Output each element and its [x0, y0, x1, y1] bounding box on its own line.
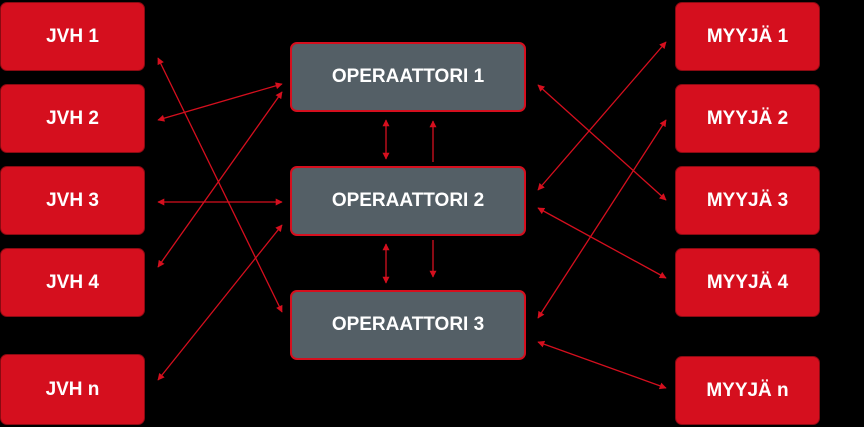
node-jvh-1: JVH 1 — [0, 2, 145, 71]
arrow-jvh4-op1 — [157, 91, 283, 268]
node-myyja-3: MYYJÄ 3 — [675, 166, 820, 235]
node-jvh-n: JVH n — [0, 354, 145, 425]
node-label: MYYJÄ 3 — [706, 189, 789, 211]
arrow-op2-myy1 — [537, 41, 667, 191]
node-jvh-4: JVH 4 — [0, 248, 145, 317]
node-myyja-2: MYYJÄ 2 — [675, 84, 820, 153]
node-myyja-1: MYYJÄ 1 — [675, 2, 820, 71]
node-label: MYYJÄ 1 — [706, 25, 789, 47]
arrow-op1-myy3 — [537, 84, 667, 201]
node-label: JVH 2 — [46, 107, 99, 129]
node-label: OPERAATTORI 3 — [331, 314, 485, 335]
node-label: MYYJÄ 2 — [706, 107, 789, 129]
arrow-op3-myyn — [537, 340, 667, 390]
node-label: JVH 4 — [46, 271, 99, 293]
node-myyja-4: MYYJÄ 4 — [675, 248, 820, 317]
node-myyja-n: MYYJÄ n — [675, 356, 820, 425]
node-label: JVH 1 — [46, 25, 99, 47]
node-operaattori-1: OPERAATTORI 1 — [290, 42, 526, 112]
node-label: JVH n — [45, 378, 100, 400]
node-label: MYYJÄ 4 — [706, 271, 789, 293]
arrow-jvhn-op2 — [157, 224, 283, 381]
connection-arrows — [157, 41, 667, 390]
node-label: MYYJÄ n — [706, 379, 789, 401]
node-label: OPERAATTORI 2 — [331, 190, 485, 211]
node-label: JVH 3 — [46, 189, 99, 211]
arrow-jvh2-op1 — [157, 82, 283, 122]
node-operaattori-3: OPERAATTORI 3 — [290, 290, 526, 360]
node-jvh-3: JVH 3 — [0, 166, 145, 235]
node-jvh-2: JVH 2 — [0, 84, 145, 153]
arrow-jvh1-op3 — [157, 57, 283, 313]
arrow-op3-myy2 — [537, 119, 667, 319]
node-label: OPERAATTORI 1 — [331, 66, 485, 87]
node-operaattori-2: OPERAATTORI 2 — [290, 166, 526, 236]
